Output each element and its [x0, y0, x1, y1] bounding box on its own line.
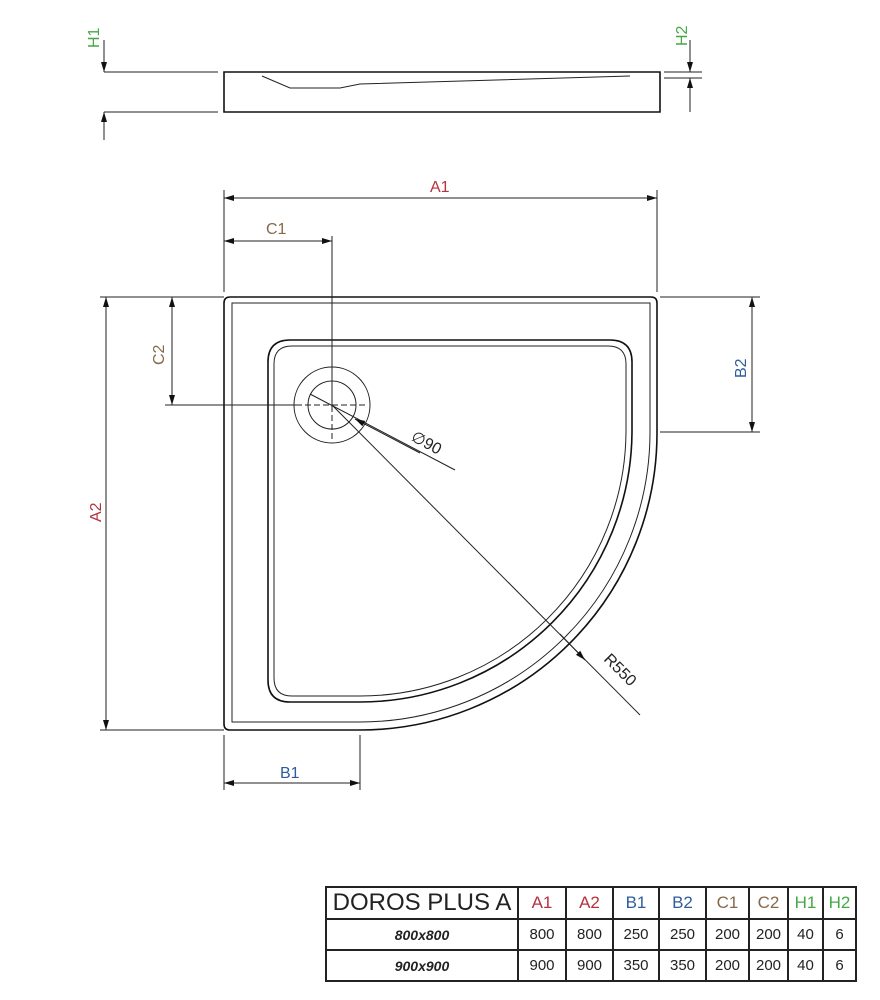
model-title: DOROS PLUS A [325, 886, 519, 920]
value-cell: 900 [517, 949, 567, 982]
diameter-label: ∅90 [408, 429, 444, 459]
value-cell: 800 [565, 918, 614, 951]
radius-label: R550 [600, 651, 639, 690]
value-cell: 6 [822, 949, 857, 982]
value-cell: 200 [705, 918, 750, 951]
table-row: 800x800 800 800 250 250 200 200 40 6 [325, 918, 857, 951]
header-a2: A2 [565, 886, 614, 920]
table-header-row: DOROS PLUS A A1 A2 B1 B2 C1 C2 H1 H2 [325, 886, 857, 920]
b1-label: B1 [280, 765, 300, 782]
value-cell: 200 [748, 918, 789, 951]
header-h2: H2 [822, 886, 857, 920]
header-a1: A1 [517, 886, 567, 920]
value-cell: 40 [787, 949, 824, 982]
value-cell: 250 [612, 918, 660, 951]
value-cell: 6 [822, 918, 857, 951]
value-cell: 350 [658, 949, 707, 982]
b2-label: B2 [733, 358, 750, 378]
size-cell: 900x900 [325, 949, 519, 982]
c2-label: C2 [151, 344, 168, 365]
c1-label: C1 [266, 221, 287, 238]
value-cell: 800 [517, 918, 567, 951]
side-view: H1 H2 [86, 25, 702, 140]
dimensions-table: DOROS PLUS A A1 A2 B1 B2 C1 C2 H1 H2 800… [325, 886, 857, 982]
value-cell: 200 [748, 949, 789, 982]
header-b2: B2 [658, 886, 707, 920]
value-cell: 250 [658, 918, 707, 951]
a1-label: A1 [430, 179, 450, 196]
value-cell: 200 [705, 949, 750, 982]
top-view: A1 C1 C2 A2 B2 B1 ∅90 R550 [88, 179, 760, 790]
header-h1: H1 [787, 886, 824, 920]
h1-label: H1 [86, 27, 103, 48]
value-cell: 40 [787, 918, 824, 951]
size-cell: 800x800 [325, 918, 519, 951]
value-cell: 900 [565, 949, 614, 982]
header-c2: C2 [748, 886, 789, 920]
a2-label: A2 [88, 502, 105, 522]
header-c1: C1 [705, 886, 750, 920]
header-b1: B1 [612, 886, 660, 920]
h2-label: H2 [674, 25, 691, 46]
value-cell: 350 [612, 949, 660, 982]
table-row: 900x900 900 900 350 350 200 200 40 6 [325, 949, 857, 982]
